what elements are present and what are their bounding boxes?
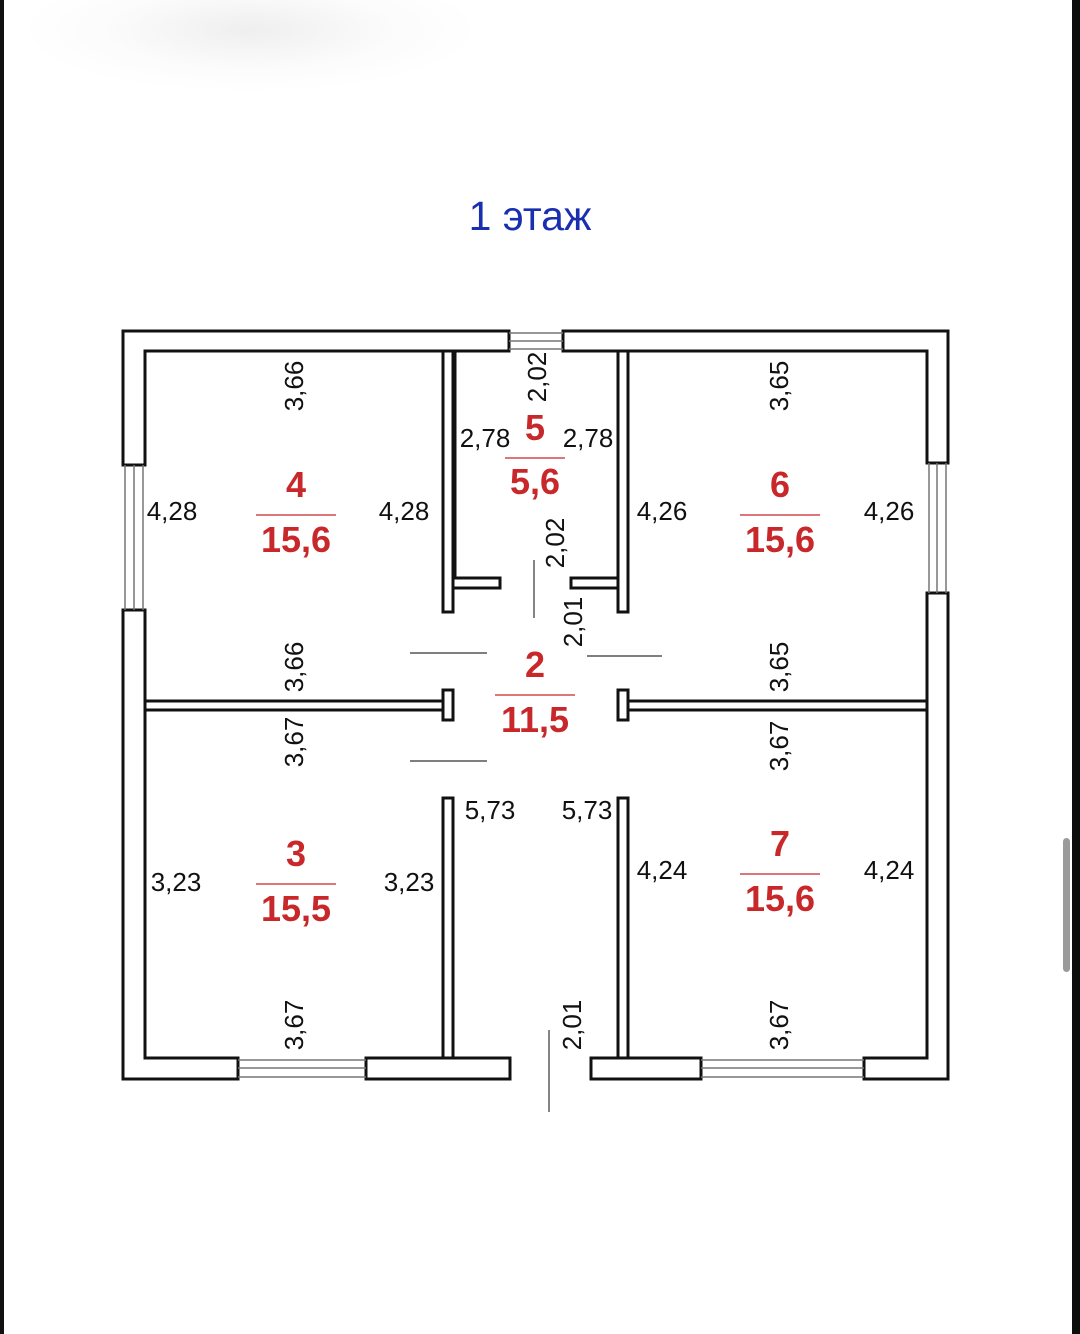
room-3-dim-right: 3,23 — [384, 867, 435, 897]
partition-room3-hall — [441, 796, 455, 1060]
floor-title: 1 этаж — [468, 193, 592, 239]
room-5-area: 5,6 — [510, 461, 560, 502]
screen-edge-right — [1072, 0, 1080, 1334]
room-6-dim-right: 4,26 — [864, 496, 915, 526]
walls — [121, 329, 950, 1081]
room-5-dim-right: 2,78 — [563, 423, 614, 453]
room-4-area: 15,6 — [261, 519, 331, 560]
partition-room5-bottom-left — [451, 576, 502, 590]
room-3-dim-top: 3,67 — [279, 717, 309, 768]
room-7-area: 15,6 — [745, 878, 815, 919]
room-7-dim-top: 3,67 — [764, 721, 794, 772]
room-4-dim-bottom: 3,66 — [279, 642, 309, 693]
partition-room6-room7 — [625, 699, 929, 712]
room-4-dim-right: 4,28 — [379, 496, 430, 526]
outer-wall-west — [121, 608, 240, 1081]
room-2-dim-top: 2,01 — [558, 597, 588, 648]
partition-hall-stub-left — [441, 688, 455, 722]
outer-wall-north-east — [561, 329, 950, 465]
window-south-east — [701, 1059, 864, 1078]
room-7-number: 7 — [770, 823, 790, 864]
room-3: 3 15,5 3,67 3,23 3,23 3,67 — [151, 717, 435, 1051]
room-7-dim-right: 4,24 — [864, 855, 915, 885]
outer-wall-north-west — [121, 329, 511, 467]
partition-room6-hall — [616, 349, 630, 614]
room-5-dim-left: 2,78 — [460, 423, 511, 453]
partition-hall-stub-right — [616, 688, 630, 722]
room-3-dim-bottom: 3,67 — [279, 1000, 309, 1051]
room-7-dim-bottom: 3,67 — [764, 1000, 794, 1051]
room-6-number: 6 — [770, 464, 790, 505]
partition-room7-hall — [616, 796, 630, 1060]
room-6-area: 15,6 — [745, 519, 815, 560]
room-2-dim-left: 5,73 — [465, 795, 516, 825]
windows — [124, 332, 947, 1078]
room-6-dim-top: 3,65 — [764, 361, 794, 412]
scrollbar-thumb[interactable] — [1063, 838, 1070, 972]
window-east — [928, 463, 947, 593]
room-7: 7 15,6 3,67 4,24 4,24 3,67 — [637, 721, 915, 1051]
room-2-dim-bottom: 2,01 — [557, 1000, 587, 1051]
room-labels: 4 15,6 3,66 4,28 4,28 3,66 5 5,6 2,02 2,… — [147, 352, 915, 1051]
partition-room5-left — [451, 349, 457, 580]
outer-wall-south-middle-left — [364, 1056, 512, 1081]
room-5-dim-top: 2,02 — [522, 352, 552, 403]
room-2-dim-right: 5,73 — [562, 795, 613, 825]
room-5-dim-bottom: 2,02 — [540, 518, 570, 569]
outer-wall-east — [862, 591, 950, 1081]
door-marks — [410, 560, 662, 1112]
room-3-number: 3 — [286, 833, 306, 874]
room-2-area: 11,5 — [501, 699, 569, 740]
room-2: 2 11,5 2,01 5,73 5,73 2,01 — [465, 597, 613, 1051]
room-3-area: 15,5 — [261, 888, 331, 929]
room-4-number: 4 — [286, 464, 306, 505]
room-5-number: 5 — [525, 407, 545, 448]
room-6: 6 15,6 3,65 4,26 4,26 3,65 — [637, 361, 915, 693]
room-6-dim-bottom: 3,65 — [764, 642, 794, 693]
room-6-dim-left: 4,26 — [637, 496, 688, 526]
room-5: 5 5,6 2,02 2,78 2,78 2,02 — [460, 352, 614, 569]
room-4-dim-top: 3,66 — [279, 361, 309, 412]
window-west — [124, 465, 144, 610]
room-3-dim-left: 3,23 — [151, 867, 202, 897]
partition-room5-bottom-right — [569, 576, 620, 590]
room-4-dim-left: 4,28 — [147, 496, 198, 526]
room-7-dim-left: 4,24 — [637, 855, 688, 885]
room-2-number: 2 — [525, 644, 545, 685]
window-south-west — [238, 1059, 366, 1078]
screen-edge-left — [0, 0, 4, 1334]
outer-wall-south-middle-right — [589, 1056, 703, 1081]
partition-room4-room3 — [143, 699, 445, 712]
window-north — [509, 332, 563, 350]
room-4: 4 15,6 3,66 4,28 4,28 3,66 — [147, 361, 430, 693]
